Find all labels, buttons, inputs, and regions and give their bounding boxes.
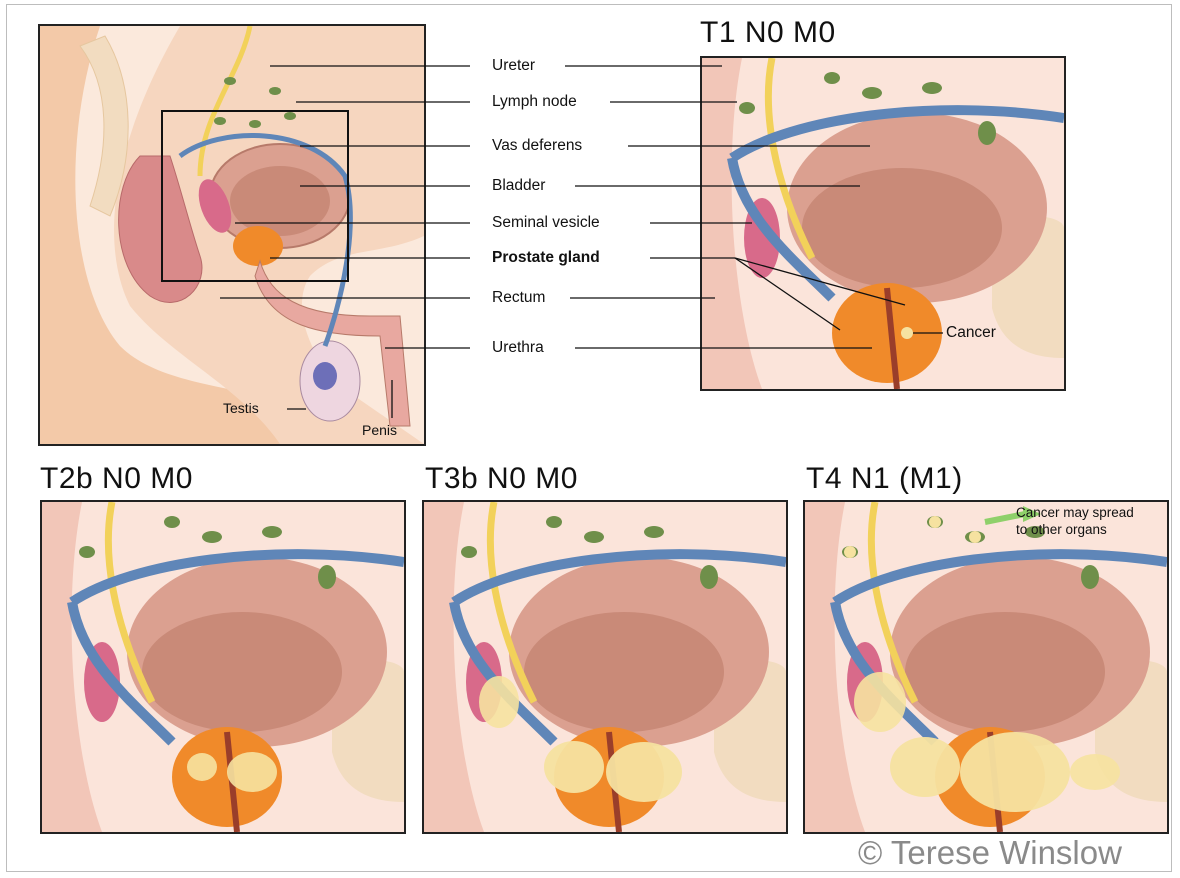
urethra-label: Urethra bbox=[492, 339, 544, 357]
overview-anatomy-panel bbox=[38, 24, 426, 446]
spread-note: Cancer may spread to other organs bbox=[1016, 504, 1134, 538]
vas-deferens-label: Vas deferens bbox=[492, 137, 582, 155]
stage-t4-illustration bbox=[805, 502, 1167, 832]
stage-title-t2b: T2b N0 M0 bbox=[40, 462, 193, 496]
prostate-gland-label: Prostate gland bbox=[492, 249, 600, 267]
stage-t3b-panel bbox=[422, 500, 788, 834]
stage-t1-illustration bbox=[702, 58, 1064, 389]
rectum-label: Rectum bbox=[492, 289, 545, 307]
overview-anatomy-illustration bbox=[40, 26, 424, 444]
stage-t1-panel bbox=[700, 56, 1066, 391]
copyright-credit: © Terese Winslow bbox=[858, 834, 1122, 872]
lymph-node-label: Lymph node bbox=[492, 93, 577, 111]
stage-t4-panel bbox=[803, 500, 1169, 834]
stage-title-t4: T4 N1 (M1) bbox=[806, 462, 963, 496]
bladder-label: Bladder bbox=[492, 177, 545, 195]
stage-t2b-panel bbox=[40, 500, 406, 834]
spread-note-line2: to other organs bbox=[1016, 522, 1107, 537]
testis-label: Testis bbox=[223, 400, 259, 416]
stage-title-t1: T1 N0 M0 bbox=[700, 16, 836, 50]
stage-t2b-illustration bbox=[42, 502, 404, 832]
cancer-label: Cancer bbox=[946, 324, 996, 342]
spread-note-line1: Cancer may spread bbox=[1016, 505, 1134, 520]
ureter-label: Ureter bbox=[492, 57, 535, 75]
seminal-vesicle-label: Seminal vesicle bbox=[492, 214, 600, 232]
stage-t3b-illustration bbox=[424, 502, 786, 832]
penis-label: Penis bbox=[362, 422, 397, 438]
stage-title-t3b: T3b N0 M0 bbox=[425, 462, 578, 496]
